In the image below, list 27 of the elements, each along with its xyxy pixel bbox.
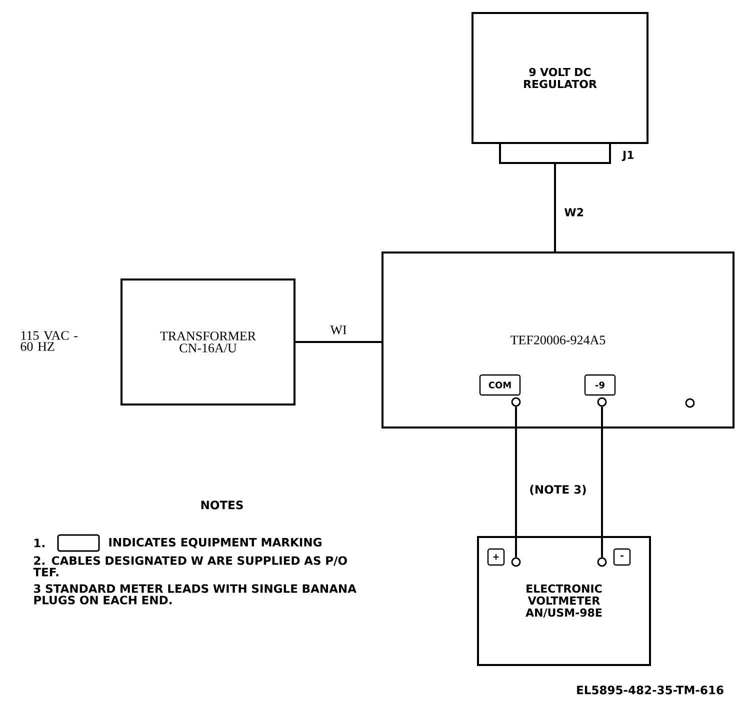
note-text: 3 STANDARD METER LEADS WITH SINGLE BANANA PLUGS ON EACH END. — [34, 584, 356, 604]
cable-line — [554, 164, 556, 252]
terminal-circle — [685, 398, 695, 408]
cable-line — [515, 406, 517, 558]
equipment-box: TRANSFORMER CN-16A/U — [120, 278, 296, 406]
terminal-circle — [511, 397, 521, 407]
connector-label: J1 — [622, 150, 634, 162]
cable-note: (NOTE 3) — [530, 484, 586, 496]
marking-box: + — [487, 548, 505, 566]
connector-box — [499, 142, 611, 164]
terminal-circle — [511, 557, 521, 567]
note-number: 1. — [34, 538, 44, 548]
input-label: 115 VAC - 60 HZ — [20, 331, 78, 351]
terminal-circle — [597, 397, 607, 407]
edge-label: WI — [330, 326, 346, 334]
marking-box: - — [613, 548, 631, 566]
cable-line — [601, 406, 603, 558]
edge-label: W2 — [564, 208, 584, 216]
figure-code: EL5895-482-35-TM-616 — [577, 686, 724, 694]
notes-heading: NOTES — [201, 500, 243, 510]
marking-box: -9 — [584, 374, 616, 396]
marking-box: COM — [479, 374, 521, 396]
note-text: INDICATES EQUIPMENT MARKING — [109, 538, 322, 548]
cable-line — [296, 341, 382, 343]
equipment-box: 9 VOLT DC REGULATOR — [472, 12, 648, 144]
terminal-circle — [597, 557, 607, 567]
note-text: 2. CABLES DESIGNATED W ARE SUPPLIED AS P/O TEF. — [33, 556, 347, 576]
